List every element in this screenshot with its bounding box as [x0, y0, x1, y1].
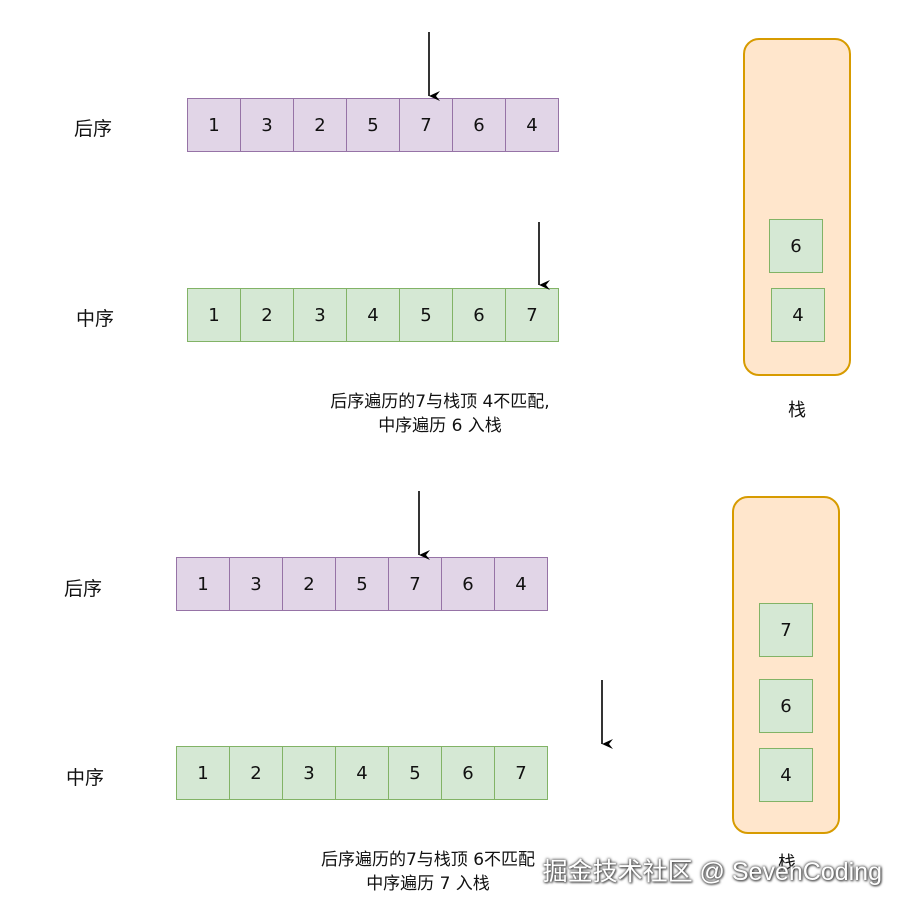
postorder-cell: 6: [452, 98, 506, 152]
inorder-cell: 3: [293, 288, 347, 342]
postorder-cell: 7: [399, 98, 453, 152]
stack-label: 栈: [788, 400, 806, 421]
inorder-cell: 1: [187, 288, 241, 342]
stack-container: 6 4: [743, 38, 851, 376]
postorder-cell: 2: [282, 557, 336, 611]
inorder-cell: 2: [240, 288, 294, 342]
caption-line: 中序遍历 6 入栈: [378, 416, 502, 436]
caption-line: 后序遍历的7与栈顶 4不匹配,: [330, 392, 550, 412]
inorder-cell: 5: [388, 746, 442, 800]
postorder-label: 后序: [64, 578, 103, 600]
stack-container: 7 6 4: [732, 496, 840, 834]
inorder-cell: 6: [441, 746, 495, 800]
stack-item: 6: [759, 679, 813, 733]
caption-line: 中序遍历 7 入栈: [366, 874, 490, 894]
inorder-cell: 6: [452, 288, 506, 342]
stack-item: 4: [771, 288, 825, 342]
inorder-array: 1 2 3 4 5 6 7: [187, 288, 559, 342]
postorder-cell: 5: [346, 98, 400, 152]
postorder-cell: 7: [388, 557, 442, 611]
stack-item: 4: [759, 748, 813, 802]
stack-item: 6: [769, 219, 823, 273]
postorder-cell: 4: [505, 98, 559, 152]
caption: 后序遍历的7与栈顶 6不匹配 中序遍历 7 入栈: [278, 848, 578, 896]
stack-label: 栈: [778, 853, 796, 874]
postorder-cell: 1: [176, 557, 230, 611]
inorder-label: 中序: [66, 767, 105, 789]
stack-item: 7: [759, 603, 813, 657]
postorder-label: 后序: [74, 118, 113, 140]
postorder-cell: 3: [229, 557, 283, 611]
inorder-cell: 4: [346, 288, 400, 342]
postorder-cell: 2: [293, 98, 347, 152]
inorder-cell: 3: [282, 746, 336, 800]
inorder-cell: 7: [494, 746, 548, 800]
inorder-label: 中序: [76, 308, 115, 330]
postorder-array: 1 3 2 5 7 6 4: [176, 557, 548, 611]
inorder-cell: 7: [505, 288, 559, 342]
watermark: 掘金技术社区 @ SevenCoding: [542, 858, 882, 886]
inorder-array: 1 2 3 4 5 6 7: [176, 746, 548, 800]
caption-line: 后序遍历的7与栈顶 6不匹配: [320, 850, 536, 870]
postorder-cell: 4: [494, 557, 548, 611]
caption: 后序遍历的7与栈顶 4不匹配, 中序遍历 6 入栈: [290, 390, 590, 438]
postorder-cell: 5: [335, 557, 389, 611]
postorder-array: 1 3 2 5 7 6 4: [187, 98, 559, 152]
